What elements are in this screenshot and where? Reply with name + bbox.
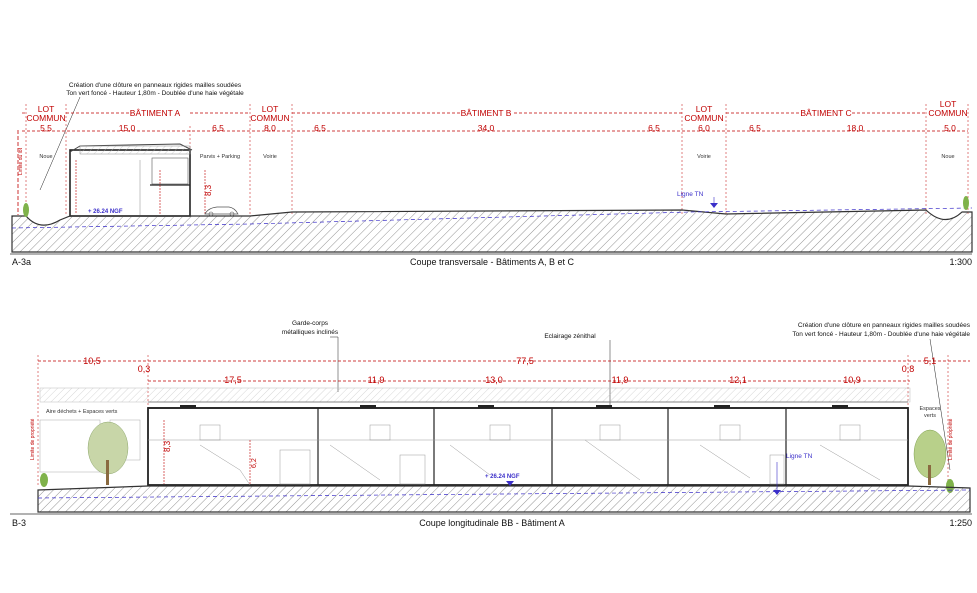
railing-label-line2: métalliques inclinés [282,329,339,336]
fence-note-line1: Création d'une clôture en panneaux rigid… [69,82,242,89]
ngf-level: + 26.24 NGF [88,209,123,215]
lot-label: LOT [940,99,957,109]
dimension-value: 77,5 [516,356,534,366]
dimension-value: 15,0 [119,123,136,133]
building-label: BÂTIMENT B [461,108,512,118]
dimension-value: 6,5 [648,123,660,133]
section-title: Coupe longitudinale BB - Bâtiment A [419,518,565,528]
lot-label: COMMUN [684,113,723,123]
ngf-marker-icon [506,481,514,486]
section-code: A-3a [12,257,31,267]
ngf-level: + 26.24 NGF [485,474,520,480]
ground-section [37,485,971,513]
dimension-value: 6,5 [314,123,326,133]
dimension-value: 34,0 [478,123,495,133]
terrain-marker-icon [710,203,718,208]
building-a-section: 8,3 [69,143,239,217]
dimension-value: 10,5 [83,356,101,366]
terrain-line-label: Ligne TN [786,453,813,460]
zone-label: Noue [941,154,954,160]
property-limit-label: Limite de propriété [30,418,36,460]
fence-note-line1: Création d'une clôture en panneaux rigid… [798,322,971,329]
lot-label: COMMUN [928,108,967,118]
dimension-value: 17,5 [224,375,242,385]
dimension-value: 0,3 [138,364,151,374]
lot-label: COMMUN [26,113,65,123]
dimension-value: 6,0 [698,123,710,133]
building-a-longitudinal: 8,3 6,2 [147,405,909,486]
waste-area-label: Aire déchets + Espaces verts [46,409,118,415]
tree-icon [913,429,947,485]
dimension-value: 12,1 [729,375,747,385]
section-scale: 1:300 [949,257,972,267]
lot-label: LOT [696,104,713,114]
car-icon [204,206,239,215]
section-title: Coupe transversale - Bâtiments A, B et C [410,257,575,267]
green-space-label: Espaces [919,406,940,412]
dimension-value: 5,1 [924,356,937,366]
dimension-value: 5,5 [40,123,52,133]
tree-icon [23,203,29,217]
terrain-marker-icon [773,490,781,495]
natural-terrain-line [37,489,971,499]
lot-label: LOT [38,104,55,114]
building-label: BÂTIMENT C [800,108,851,118]
skylight-label: Eclairage zénithal [544,333,596,340]
green-space-label: verts [924,413,936,419]
railing-label-line1: Garde-corps [292,320,329,327]
section-transversal: Création d'une clôture en panneaux rigid… [10,82,973,267]
zone-label: Parvis + Parking [200,154,240,160]
lot-label: LOT [262,104,279,114]
terrain-line-label: Ligne TN [677,191,704,198]
height-value: 8,3 [204,184,213,196]
dimension-value: 18,0 [847,123,864,133]
ground-section [11,209,973,253]
section-code: B-3 [12,518,26,528]
fence-note-line2: Ton vert foncé - Hauteur 1,80m - Doublée… [792,331,970,338]
dimension-value: 13,0 [485,375,503,385]
tree-icon [963,196,969,210]
fence-note-line2: Ton vert foncé - Hauteur 1,80m - Doublée… [66,90,244,97]
dimension-value: 8,0 [264,123,276,133]
section-longitudinal: Garde-corps métalliques inclinés Eclaira… [10,320,972,528]
dimension-value: 11,9 [612,375,629,385]
dimension-value: 11,9 [368,375,385,385]
dimension-value: 6,5 [212,123,224,133]
dimension-value: 10,9 [843,375,861,385]
dimension-value: 6,5 [749,123,761,133]
height-value: 8,3 [163,440,172,452]
zone-label: Voirie [263,154,277,160]
height-value: 6,2 [251,458,258,468]
zone-label: Noue [39,154,52,160]
lot-limit-label: Limite du lot [18,147,24,175]
natural-terrain-line [11,207,973,229]
roof-railing-band [39,387,911,403]
property-limit-label: Limite de propriété [948,418,954,460]
building-label: BÂTIMENT A [130,108,181,118]
lot-label: COMMUN [250,113,289,123]
note-leader [39,96,81,191]
tree-icon [87,421,129,485]
zone-label: Voirie [697,154,711,160]
tree-icon [40,473,48,487]
section-scale: 1:250 [949,518,972,528]
dimension-value: 5,0 [944,123,956,133]
